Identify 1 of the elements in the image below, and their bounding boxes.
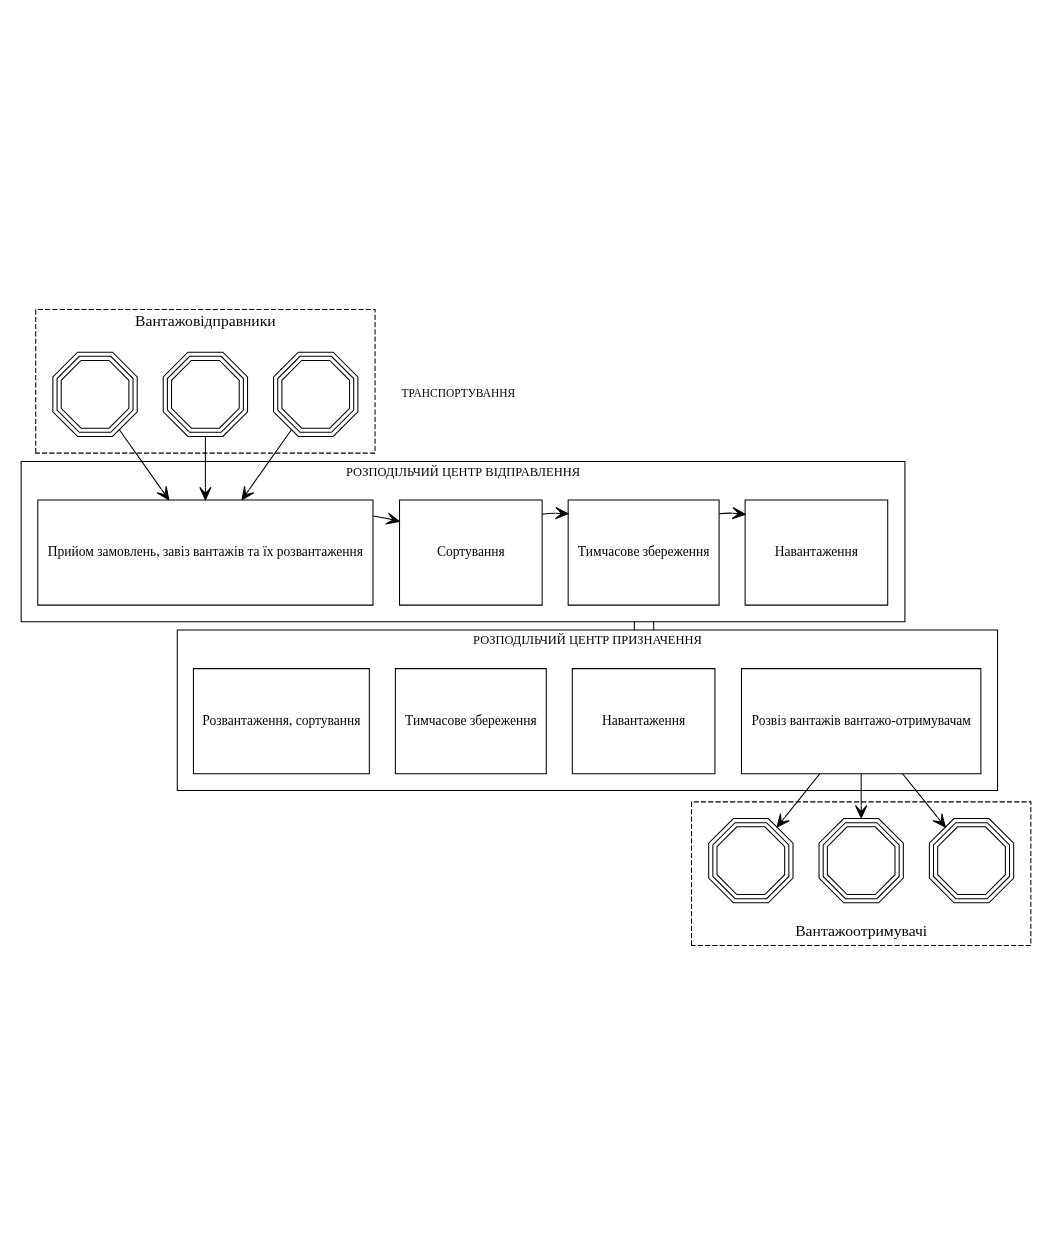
- label: ТРАНСПОРТУВАННЯ: [401, 387, 516, 400]
